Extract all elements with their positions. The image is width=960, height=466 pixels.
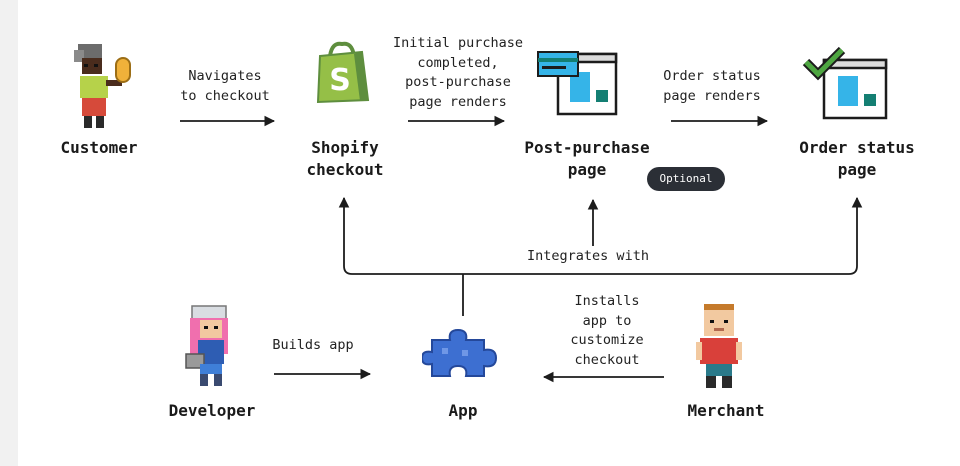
- integrates-bracket: [338, 196, 863, 275]
- merchant-label: Merchant: [687, 401, 765, 420]
- diagram-canvas: Customer S Shopify checkout Post-purchas…: [18, 0, 960, 466]
- customer-avatar-icon: [70, 40, 138, 132]
- post-purchase-label-line2: page: [567, 160, 607, 179]
- initial-purchase-note: Initial purchase completed, post-purchas…: [392, 35, 524, 110]
- shopify-bag-icon: S: [314, 40, 374, 106]
- post-purchase-page-icon: [536, 50, 620, 118]
- optional-badge: Optional: [647, 167, 725, 191]
- checkout-label-line2: checkout: [306, 160, 384, 179]
- order-status-page-icon: [802, 46, 892, 120]
- app-label: App: [448, 401, 478, 420]
- navigates-note: Navigates to checkout: [180, 68, 270, 104]
- order-status-label-line2: page: [837, 160, 877, 179]
- integrates-with-note: Integrates with: [527, 248, 649, 264]
- post-purchase-label: Post-purchase page: [513, 137, 661, 181]
- checkout-label-line1: Shopify: [311, 138, 379, 157]
- connector-layer: [180, 115, 863, 383]
- developer-label: Developer: [168, 401, 256, 420]
- post-purchase-label-line1: Post-purchase: [524, 138, 650, 157]
- developer-avatar-icon: [182, 300, 242, 392]
- installs-app-note: Installs app to customize checkout: [570, 293, 644, 368]
- merchant-avatar-icon: [694, 300, 746, 392]
- svg-text:S: S: [329, 63, 351, 98]
- order-status-renders-note: Order status page renders: [663, 68, 761, 104]
- puzzle-piece-icon: [422, 326, 504, 380]
- builds-app-note: Builds app: [272, 337, 354, 353]
- checkout-label: Shopify checkout: [281, 137, 409, 181]
- customer-label: Customer: [60, 138, 138, 157]
- order-status-label-line1: Order status: [799, 138, 915, 157]
- order-status-label: Order status page: [785, 137, 929, 181]
